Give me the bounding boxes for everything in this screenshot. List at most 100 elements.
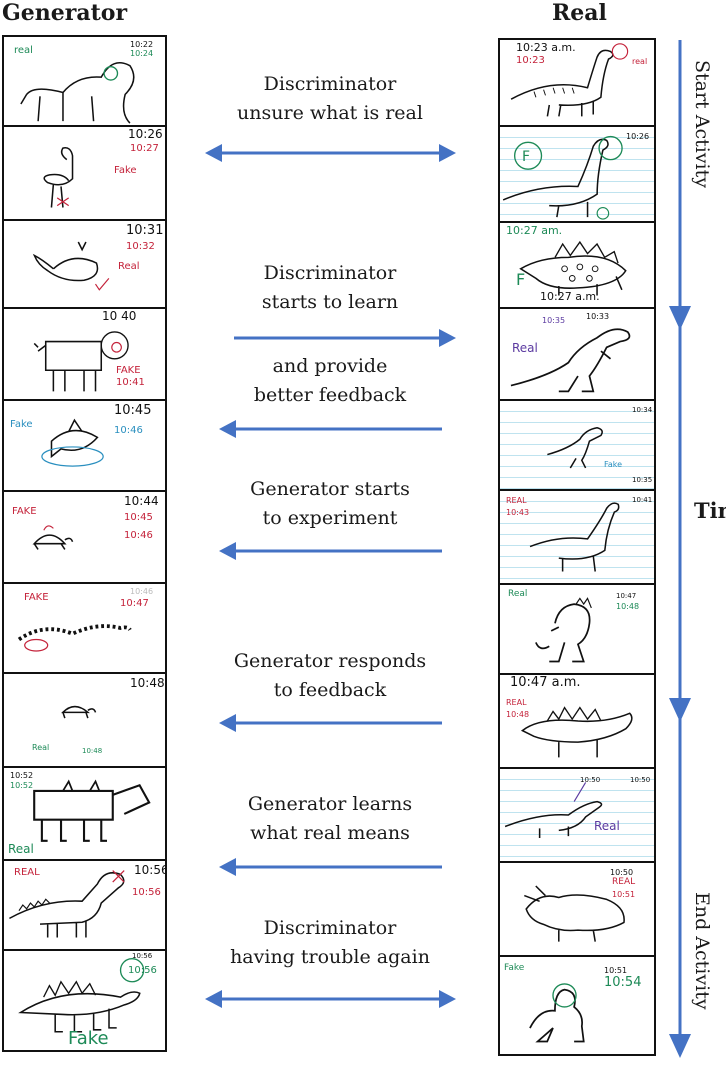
- card-note: Real: [32, 743, 50, 752]
- card-note: 10:45: [114, 403, 152, 418]
- timeline-end-label: End Activity: [691, 892, 713, 1010]
- caption-line: Discriminator: [263, 262, 397, 284]
- card-note: 10:27: [130, 143, 159, 154]
- timeline-arrow: [669, 40, 691, 1058]
- card-note: real: [632, 57, 648, 66]
- caption-line: and provide: [272, 355, 388, 377]
- card-note: Real: [8, 842, 34, 856]
- real-card-trex: 10:35 10:33 Real: [498, 307, 656, 401]
- caption-line: starts to learn: [261, 291, 399, 313]
- card-note: 10:27 am.: [506, 224, 563, 237]
- caption-line: unsure what is real: [237, 102, 423, 124]
- dinosaur-sketch: [529, 983, 585, 1043]
- timeline-start-label: Start Activity: [691, 60, 713, 188]
- card-note: 10:51: [612, 890, 636, 899]
- card-note: 10:43: [506, 508, 530, 517]
- caption-line: to experiment: [262, 507, 398, 529]
- caption-line: to feedback: [273, 679, 387, 701]
- card-note: Fake: [504, 963, 525, 973]
- card-note: F: [516, 270, 526, 289]
- card-note: Fake: [10, 419, 33, 430]
- left-arrow: [219, 714, 442, 732]
- card-note: 10:48: [82, 747, 103, 755]
- dinosaur-sketch: [9, 870, 125, 938]
- card-note: 10:24: [130, 49, 154, 58]
- card-note: 10:52: [10, 771, 34, 780]
- real-column: 10:23 a.m. 10:23 real 10:26 F 10:27 am. …: [498, 38, 656, 1056]
- card-note: 10:23 a.m.: [516, 41, 576, 54]
- caption-generator-experiments: Generator starts to experiment: [170, 475, 490, 533]
- elephant-sketch: [20, 62, 135, 124]
- caption-line: Generator learns: [247, 793, 413, 815]
- dog-sketch: [33, 779, 151, 842]
- card-note: 10:27 a.m.: [540, 290, 600, 303]
- card-note: Real: [594, 819, 620, 833]
- brontosaurus-sketch: [502, 135, 623, 220]
- generator-column: real 10:22 10:24 10:26 10:27 Fake 10:31 …: [2, 35, 167, 1052]
- card-note: FAKE: [12, 506, 37, 517]
- card-note: REAL: [506, 698, 527, 707]
- card-note: Fake: [604, 460, 623, 469]
- card-note: 10:41: [116, 377, 145, 388]
- brontosaurus-sketch: [504, 782, 603, 838]
- caption-line: Discriminator: [263, 73, 397, 95]
- card-note: 10:32: [126, 241, 155, 252]
- card-note: 10:34: [632, 406, 653, 414]
- card-note: Real: [512, 341, 538, 355]
- card-note: 10:51: [604, 966, 628, 975]
- snake-sketch: [17, 624, 132, 652]
- timeline-time-label: Time: [694, 498, 726, 523]
- turtle-sketch: [32, 525, 74, 550]
- caption-generator-responds: Generator responds to feedback: [170, 647, 490, 705]
- right-arrow: [234, 329, 456, 347]
- card-note: 10:41: [632, 496, 653, 504]
- card-note: Real: [508, 589, 528, 599]
- caption-discriminator-learns: Discriminator starts to learn: [170, 259, 490, 317]
- real-column-title: Real: [552, 0, 607, 26]
- card-note: 10:33: [586, 312, 610, 321]
- card-note: 10:56: [128, 965, 157, 976]
- card-note: 10:47 a.m.: [510, 675, 581, 690]
- card-note: 10:45: [124, 512, 153, 523]
- card-note: 10 40: [102, 309, 137, 323]
- card-note: 10:31: [126, 223, 164, 238]
- card-note: REAL: [14, 867, 40, 878]
- card-note: 10:56: [132, 887, 161, 898]
- flamingo-sketch: [43, 147, 74, 208]
- real-card-stegosaurus-2: 10:47 a.m. REAL 10:48: [498, 673, 656, 769]
- generator-column-title: Generator: [2, 0, 128, 26]
- card-note: Fake: [114, 165, 137, 176]
- whale-sketch: [32, 241, 110, 291]
- stegosaurus-sketch: [519, 240, 627, 296]
- card-note: REAL: [612, 877, 636, 887]
- card-note: 10:47: [120, 598, 149, 609]
- card-note: 10:46: [124, 530, 153, 541]
- left-arrow: [219, 420, 442, 438]
- generator-card-dinosaur: REAL 10:56 10:56: [2, 859, 167, 951]
- caption-line: what real means: [250, 822, 410, 844]
- generator-card-pig: 10 40 FAKE 10:41: [2, 307, 167, 401]
- card-note: 10:50: [630, 776, 651, 784]
- card-note: 10:44: [124, 494, 159, 508]
- card-note: 10:35: [542, 316, 566, 325]
- dinosaur-sketch: [535, 597, 592, 663]
- left-arrow: [219, 542, 442, 560]
- card-note: 10:50: [610, 868, 634, 877]
- card-note: FAKE: [116, 365, 141, 376]
- card-note: 10:47: [616, 592, 637, 600]
- caption-generator-learns: Generator learns what real means: [170, 790, 490, 848]
- caption-discriminator-trouble: Discriminator having trouble again: [170, 914, 490, 972]
- card-note: 10:48: [506, 710, 530, 719]
- generator-card-dog: 10:52 10:52 Real: [2, 766, 167, 861]
- caption-line: Generator starts: [250, 478, 410, 500]
- fish-sketch: [41, 418, 104, 467]
- card-note: 10:50: [580, 776, 601, 784]
- generator-card-snake: FAKE 10:47 10:46: [2, 582, 167, 674]
- trex-sketch: [510, 328, 631, 393]
- generator-card-elephant: real 10:22 10:24: [2, 35, 167, 127]
- left-arrow: [219, 858, 442, 876]
- card-note: Real: [118, 261, 140, 272]
- brontosaurus-sketch: [510, 43, 629, 117]
- triceratops-sketch: [524, 885, 625, 942]
